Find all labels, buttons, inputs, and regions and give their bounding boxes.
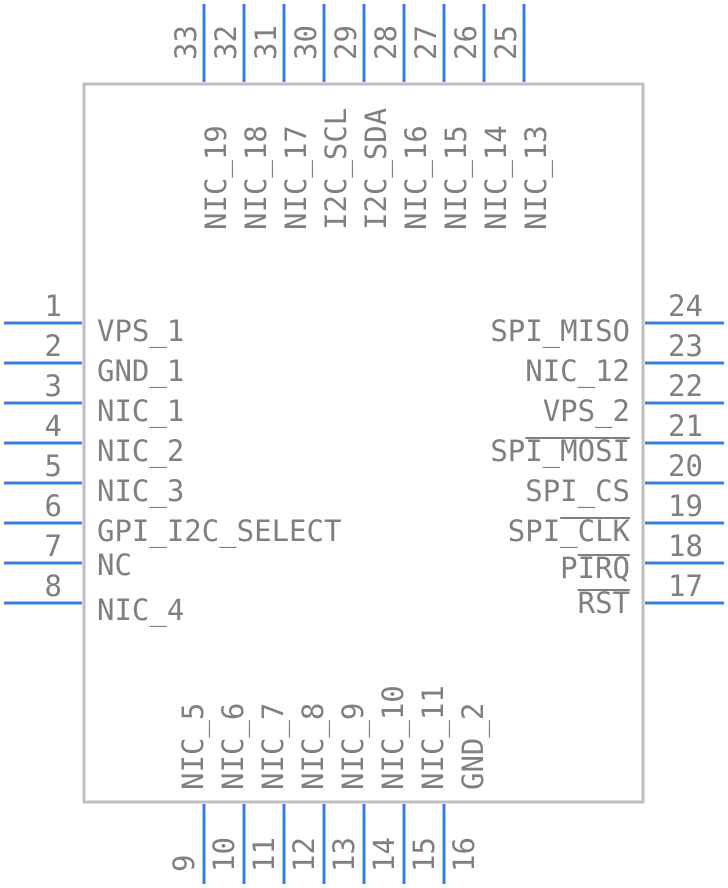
pin-number-10: 10 — [207, 837, 241, 872]
pin-number-28: 28 — [369, 25, 403, 60]
pin-number-4: 4 — [45, 409, 62, 443]
pin-label-7: NC — [97, 548, 132, 582]
pin-number-21: 21 — [668, 409, 703, 443]
pin-number-25: 25 — [489, 25, 523, 60]
pin-label-24: SPI_MISO — [490, 314, 630, 349]
pin-label-11: NIC_6 — [216, 703, 251, 790]
pin-label-12: NIC_7 — [256, 703, 291, 790]
pin-label-20: SPI_CS — [525, 474, 630, 509]
pin-number-22: 22 — [668, 369, 703, 403]
pin-number-7: 7 — [45, 529, 62, 563]
pin-number-20: 20 — [668, 449, 703, 483]
pin-number-17: 17 — [668, 569, 703, 603]
pin-number-33: 33 — [169, 25, 203, 60]
pin-label-14: NIC_9 — [336, 703, 371, 790]
pin-label-2: GND_1 — [97, 354, 184, 389]
ic-body — [82, 82, 645, 804]
pin-number-13: 13 — [327, 837, 361, 872]
pin-number-19: 19 — [668, 489, 703, 523]
pin-number-2: 2 — [45, 329, 62, 363]
pin-number-30: 30 — [289, 25, 323, 60]
pin-label-16: NIC_11 — [416, 685, 451, 790]
pin-label-6: GPI_I2C_SELECT — [97, 514, 341, 549]
pin-number-16: 16 — [447, 837, 481, 872]
pin-label-22: VPS_2 — [543, 394, 630, 429]
pin-number-11: 11 — [247, 837, 281, 872]
pin-label-23: NIC_12 — [525, 354, 630, 389]
pin-label-26: NIC_15 — [439, 125, 474, 230]
pin-label-13: NIC_8 — [296, 703, 331, 790]
pin-label-15: NIC_10 — [376, 685, 411, 790]
pin-number-26: 26 — [449, 25, 483, 60]
pin-label-1: VPS_1 — [97, 314, 184, 349]
pin-label-3: NIC_1 — [97, 394, 184, 429]
pin-label-17: RST — [578, 586, 630, 620]
pin-number-14: 14 — [367, 837, 401, 872]
pin-label-27: NIC_16 — [399, 125, 434, 230]
pin-label-30: NIC_17 — [279, 125, 314, 230]
bottom-pins: 9 10 NIC_5 11 NIC_6 12 NIC_7 13 NIC_8 14 NIC_9 15 NI… — [167, 685, 491, 884]
pin-label-5: NIC_3 — [97, 474, 184, 509]
pin-number-8: 8 — [45, 569, 62, 603]
pin-label-4: NIC_2 — [97, 434, 184, 469]
pin-number-15: 15 — [407, 837, 441, 872]
pin-number-9: 9 — [167, 855, 201, 872]
pin-label-18: PIRQ — [560, 551, 630, 585]
pin-number-5: 5 — [45, 449, 62, 483]
pin-number-3: 3 — [45, 369, 62, 403]
pin-number-6: 6 — [45, 489, 62, 523]
pin-label-8: NIC_4 — [97, 593, 184, 628]
pin-number-1: 1 — [45, 289, 62, 323]
pin-label-top-extra: NIC_13 — [519, 125, 554, 230]
pin-label-19: SPI_CLK — [508, 514, 631, 549]
pin-number-31: 31 — [249, 25, 283, 60]
pin-label-bottom-extra: GND_2 — [456, 703, 491, 790]
pin-number-18: 18 — [668, 529, 703, 563]
pin-label-32: NIC_19 — [199, 125, 234, 230]
pin-number-27: 27 — [409, 25, 443, 60]
pin-number-23: 23 — [668, 329, 703, 363]
pin-label-29: I2C_SCL — [319, 108, 354, 230]
pin-label-25: NIC_14 — [479, 125, 514, 230]
pin-label-31: NIC_18 — [239, 125, 274, 230]
pin-number-12: 12 — [287, 837, 321, 872]
pin-label-21: SPI_MOSI — [490, 434, 630, 469]
pin-label-28: I2C_SDA — [359, 108, 394, 230]
pin-number-24: 24 — [668, 289, 703, 323]
pin-number-32: 32 — [209, 25, 243, 60]
pin-number-29: 29 — [329, 25, 363, 60]
pin-label-10: NIC_5 — [176, 703, 211, 790]
